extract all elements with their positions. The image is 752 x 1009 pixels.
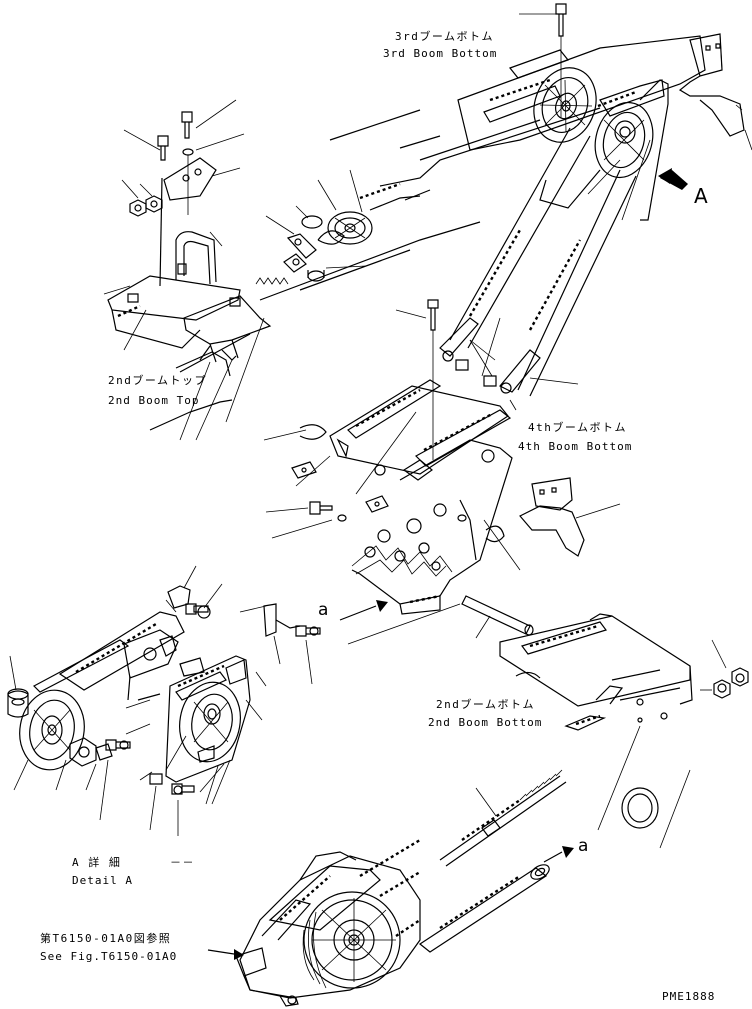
drawing-id: PME1888 <box>662 990 716 1003</box>
boom-diagonal <box>439 127 637 411</box>
label-4th-boom-bottom-en: 4th Boom Bottom <box>518 440 633 453</box>
label-2nd-boom-top-en: 2nd Boom Top <box>108 394 200 407</box>
label-3rd-boom-bottom-jp: 3rdブームボトム <box>395 30 495 43</box>
connection-label-a-lower: a <box>578 836 589 856</box>
boom-rails-upper <box>295 107 601 245</box>
boom2-top-assembly <box>103 99 481 441</box>
detail-a-assembly <box>7 565 321 836</box>
boom3-bottom-assembly <box>457 3 752 221</box>
boom4-bottom-assembly <box>263 299 621 645</box>
label-4th-boom-bottom-jp: 4thブームボトム <box>528 421 628 434</box>
label-detail-a-dash: －－ <box>170 856 195 869</box>
connection-label-a-upper: a <box>318 600 329 620</box>
label-2nd-boom-bottom-en: 2nd Boom Bottom <box>428 716 543 729</box>
label-detail-a-jp: A 詳 細 <box>72 856 122 869</box>
boom2-bottom-sheave-assembly <box>207 838 421 1007</box>
label-reference-en: See Fig.T6150-01A0 <box>40 950 178 963</box>
label-detail-a-en: Detail A <box>72 874 133 887</box>
label-reference-jp: 第T6150-01A0図参照 <box>40 932 172 945</box>
label-2nd-boom-bottom-jp: 2ndブームボトム <box>436 698 536 711</box>
view-arrow-label-A: A <box>694 184 708 208</box>
label-2nd-boom-top-jp: 2ndブームトップ <box>108 374 208 387</box>
label-3rd-boom-bottom-en: 3rd Boom Bottom <box>383 47 498 60</box>
boom2-bottom-assembly <box>418 613 749 953</box>
